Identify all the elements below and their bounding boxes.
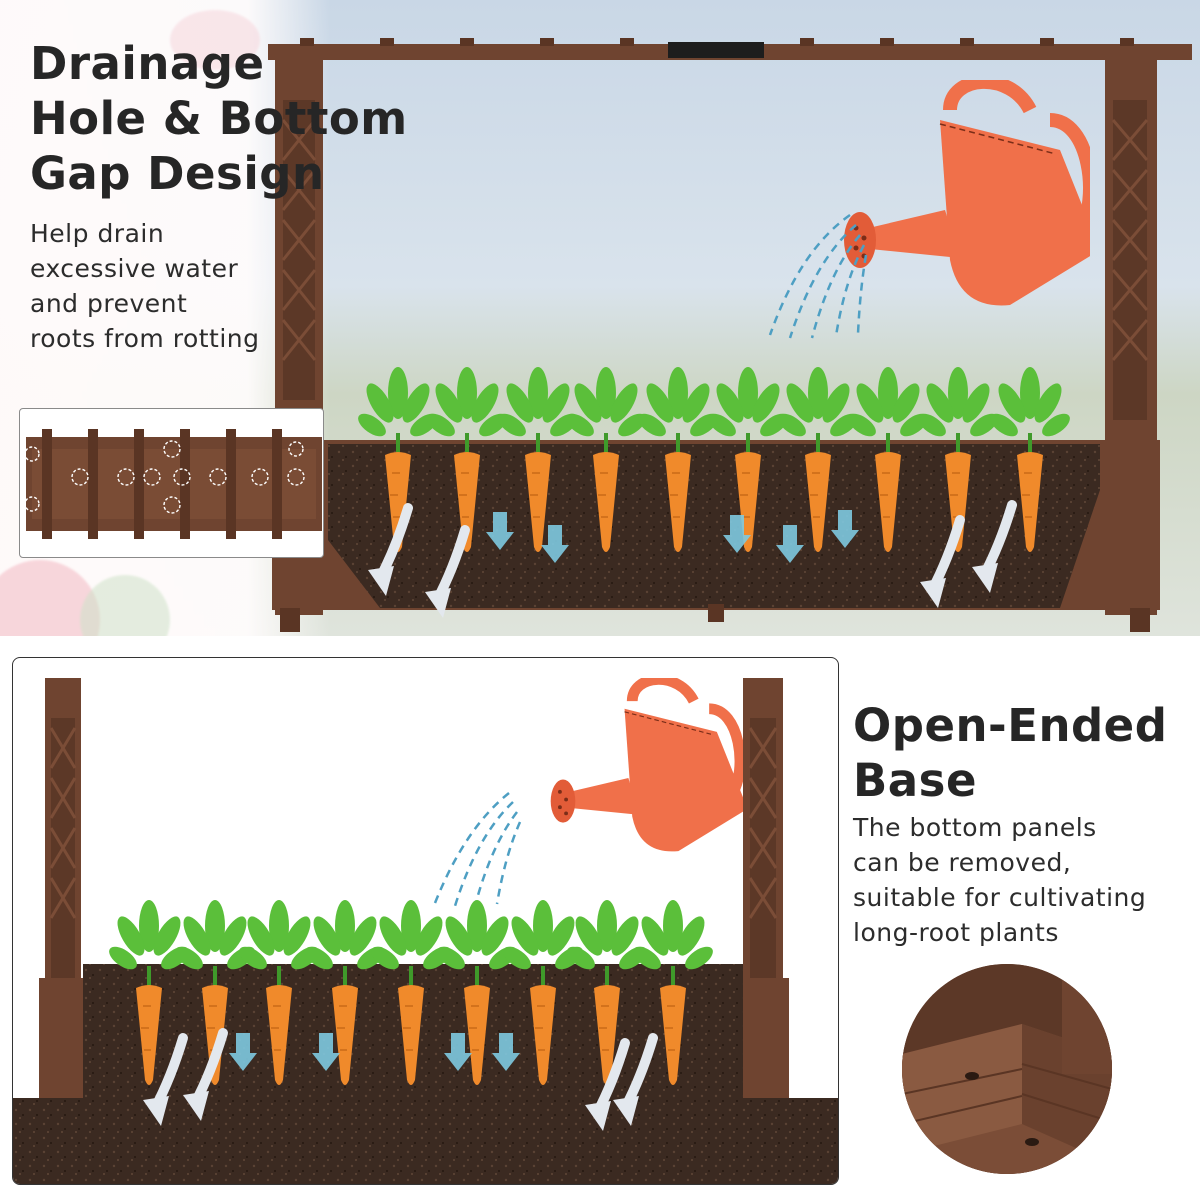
watering-can-icon: [844, 80, 1090, 306]
title-line: Gap Design: [30, 147, 325, 200]
title-line: Open-Ended: [853, 699, 1168, 752]
desc-line: excessive water: [30, 254, 239, 283]
desc-line: The bottom panels: [853, 813, 1097, 842]
desc-line: and prevent: [30, 289, 188, 318]
desc-line: suitable for cultivating: [853, 883, 1147, 912]
carrot-row-bottom: [104, 899, 718, 1185]
water-drops-icon: [768, 213, 868, 339]
drainage-hole-icon: [965, 1072, 979, 1080]
desc-line: can be removed,: [853, 848, 1072, 877]
desc-line: roots from rotting: [30, 324, 260, 353]
bottom-feature-title: Open-Ended Base: [853, 698, 1167, 808]
watering-can-icon: [550, 678, 743, 852]
desc-line: Help drain: [30, 219, 165, 248]
title-line: Hole & Bottom: [30, 92, 408, 145]
decor-blossom: [170, 10, 260, 70]
top-feature-title: Drainage Hole & Bottom Gap Design: [30, 36, 408, 201]
drainage-hole-icon: [24, 446, 40, 462]
title-line: Drainage: [30, 37, 265, 90]
desc-line: long-root plants: [853, 918, 1059, 947]
water-drops-icon: [433, 792, 522, 907]
top-planter-scene: [268, 38, 1192, 632]
bottom-feature-description: The bottom panels can be removed, suitab…: [853, 810, 1146, 950]
bottom-feature-panel: [12, 657, 839, 1185]
drainage-hole-inset: [19, 408, 324, 558]
top-feature-panel: Drainage Hole & Bottom Gap Design Help d…: [0, 0, 1200, 636]
title-line: Base: [853, 754, 977, 807]
planter-base-closeup: [902, 964, 1112, 1174]
top-feature-description: Help drain excessive water and prevent r…: [30, 216, 260, 356]
soil-area: [328, 444, 1100, 608]
